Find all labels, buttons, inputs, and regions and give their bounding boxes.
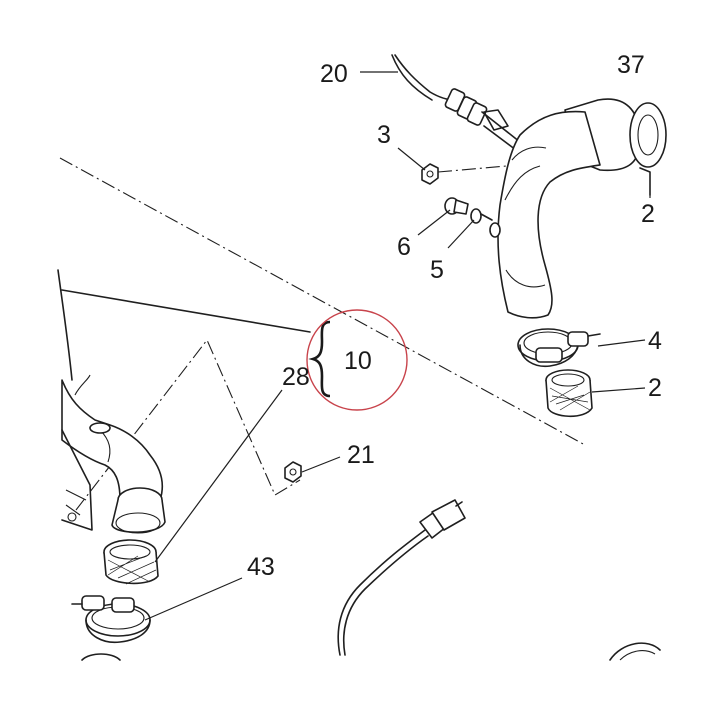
brace-10: [308, 320, 331, 398]
reference-line-zigzag: [75, 338, 301, 511]
callout-10: 10: [344, 347, 372, 375]
callout-37: 37: [617, 51, 645, 79]
leader-2b: [591, 387, 646, 393]
callout-2-upper: 2: [641, 200, 655, 228]
partial-part-bottom-right: [609, 642, 661, 661]
sleeve-28-left: [103, 539, 159, 585]
partial-part-bottom-right-inner: [619, 650, 656, 661]
leader-4: [597, 339, 646, 347]
callout-2-lower: 2: [648, 374, 662, 402]
sensor-connector: [337, 499, 466, 656]
hose-clamp-4: [517, 328, 601, 368]
reference-line-diagonal: [59, 157, 586, 446]
nut-3: [421, 163, 439, 185]
sensor-20: [391, 54, 521, 151]
leader-21: [301, 456, 341, 473]
callout-5: 5: [430, 256, 444, 284]
nut-21: [284, 461, 302, 483]
leader-3: [397, 147, 426, 171]
main-pipe-left: [57, 269, 311, 534]
leader-6: [417, 209, 451, 236]
callout-3: 3: [377, 121, 391, 149]
callout-6: 6: [397, 233, 411, 261]
highlight-circle: [306, 309, 408, 411]
leader-5: [447, 219, 475, 249]
elbow-pipe-upper: [489, 98, 667, 319]
partial-part-bottom-left: [81, 653, 121, 661]
callout-4: 4: [648, 327, 662, 355]
leader-28: [154, 389, 283, 563]
callout-21: 21: [347, 441, 375, 469]
callout-28: 28: [282, 363, 310, 391]
callout-43: 43: [247, 553, 275, 581]
leader-43: [144, 577, 243, 621]
sleeve-2-right: [545, 369, 593, 418]
callout-20: 20: [320, 60, 348, 88]
bolt-6: [444, 197, 469, 215]
hose-clamp-43: [71, 595, 151, 644]
washer-5: [470, 208, 493, 224]
